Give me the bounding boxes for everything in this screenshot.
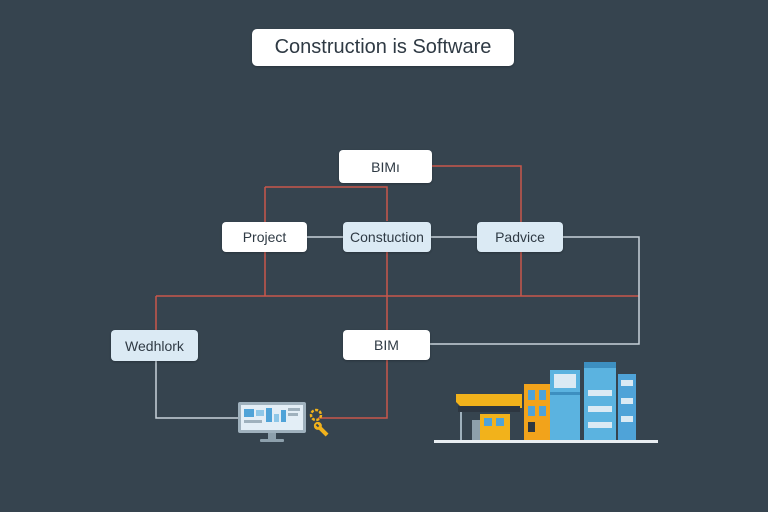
node-workflow: Wedhlork	[111, 330, 198, 361]
gear-wrench-icon	[306, 406, 334, 440]
node-construction: Constuction	[343, 222, 431, 252]
city-buildings-icon	[432, 358, 660, 446]
diagram-title: Construction is Software	[252, 29, 514, 66]
node-practice: Padvice	[477, 222, 563, 252]
node-bim-top: BIMı	[339, 150, 432, 183]
node-bim-bottom: BIM	[343, 330, 430, 360]
monitor-dashboard-icon	[236, 400, 312, 446]
node-project: Project	[222, 222, 307, 252]
